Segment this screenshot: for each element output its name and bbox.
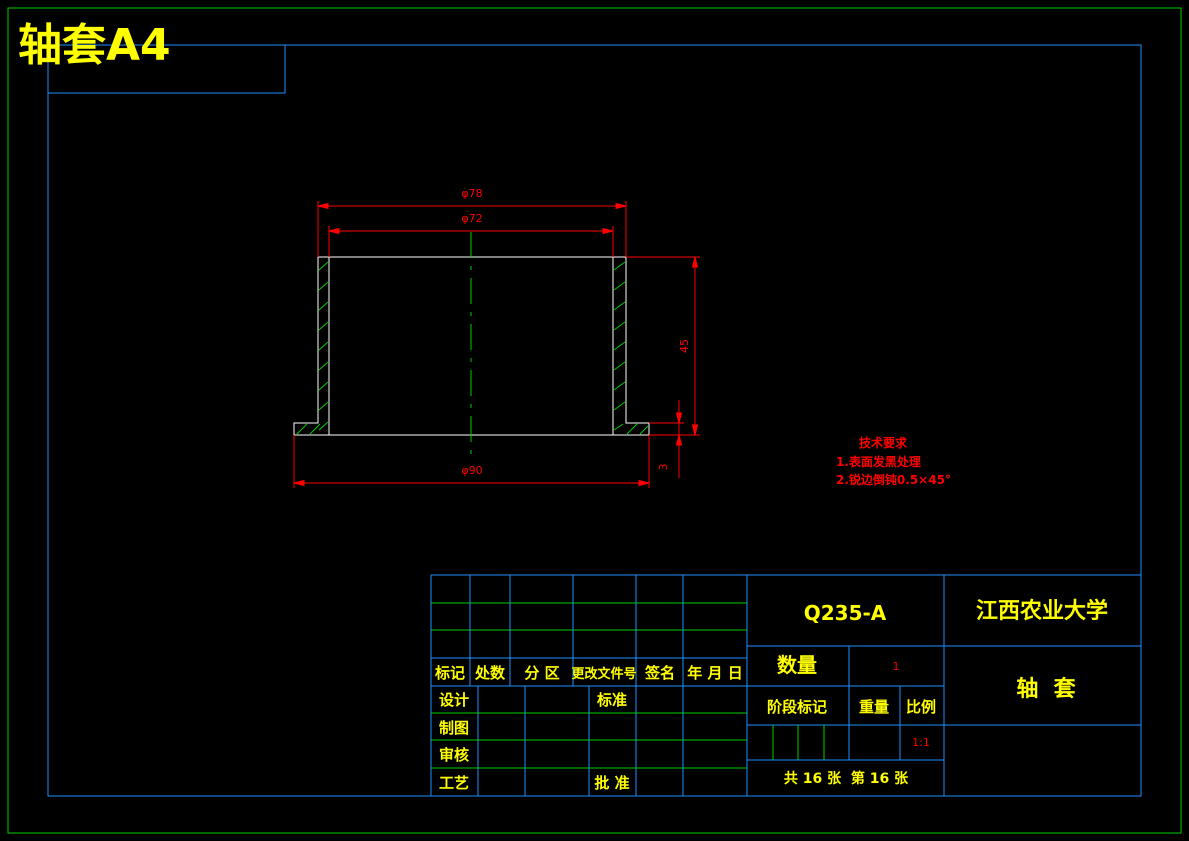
code-box	[48, 45, 286, 94]
dim-height: 45	[678, 339, 691, 353]
section-hatch	[296, 261, 649, 435]
material-value: Q235-A	[804, 601, 887, 625]
tech-req-heading: 技术要求	[859, 435, 908, 450]
dimension-lines	[293, 201, 700, 488]
scale-label: 比例	[906, 698, 936, 716]
rev-header-date: 年 月 日	[687, 664, 742, 682]
school-name: 江西农业大学	[976, 598, 1108, 624]
outer-border	[7, 7, 1182, 834]
role-design: 设计	[439, 691, 469, 709]
role-drawing: 制图	[439, 719, 469, 737]
standard-label: 标准	[596, 691, 627, 709]
rev-header-zone: 分 区	[524, 664, 559, 682]
rev-header-mark: 标记	[434, 664, 465, 682]
tech-req-item-2: 2.锐边倒钝0.5×45°	[836, 472, 951, 487]
approve-label: 批 准	[594, 774, 629, 792]
role-review: 审核	[439, 746, 469, 764]
title-block-grid	[430, 574, 1141, 796]
rev-header-sign: 签名	[644, 664, 675, 682]
quantity-label: 数量	[777, 653, 817, 677]
role-process: 工艺	[439, 774, 469, 792]
tech-req-item-1: 1.表面发黑处理	[836, 454, 921, 469]
drawing-title: 轴套A4	[18, 20, 171, 71]
part-name: 轴 套	[1016, 676, 1075, 702]
dim-inner-diameter: φ72	[461, 212, 482, 225]
dim-flange-diameter: φ90	[461, 464, 482, 477]
rev-header-count: 处数	[474, 664, 506, 682]
sheet-count: 共 16 张 第 16 张	[784, 770, 909, 787]
weight-label: 重量	[859, 698, 889, 716]
rev-header-file: 更改文件号	[571, 666, 636, 682]
dim-outer-diameter: φ78	[461, 187, 482, 200]
drawing-frame	[47, 44, 1142, 797]
stage-label: 阶段标记	[767, 698, 827, 716]
quantity-value: 1	[893, 660, 900, 673]
scale-value: 1:1	[912, 736, 930, 749]
dim-flange-thickness: 3	[657, 464, 670, 471]
